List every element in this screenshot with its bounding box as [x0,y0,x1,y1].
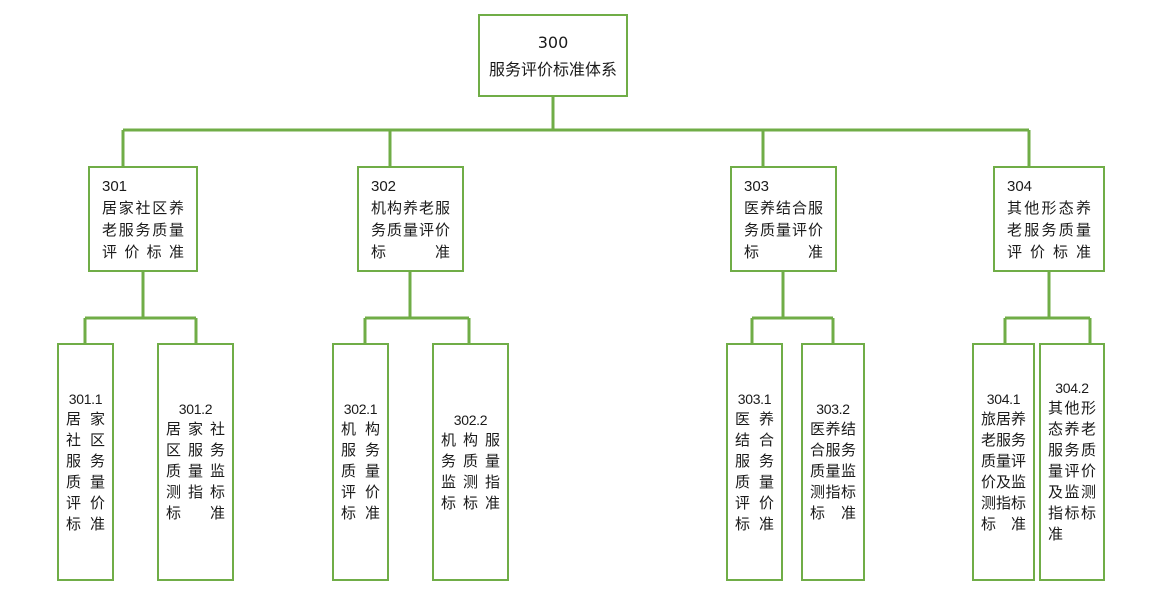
node-301[interactable]: 301 居家社区养老服务质量评价标准 [88,166,198,272]
node-303-label: 医养结合服务质量评价标准 [744,199,823,261]
node-304-2-label: 其他形态养老服务质量评价及监测指标标准 [1048,399,1096,543]
node-302-1[interactable]: 302.1 机构服务质量评价标准 [332,343,389,581]
node-302-1-label: 机构服务质量评价标准 [341,420,380,522]
node-301-1[interactable]: 301.1 居家社区服务质量评价标准 [57,343,114,581]
node-302-2[interactable]: 302.2 机构服务质量监测指标标准 [432,343,509,581]
node-303-2-label: 医养结合服务质量监测指标标准 [810,420,856,522]
node-303-1-code: 303.1 [737,390,772,407]
node-301-2-label: 居家社区服务质量监测指标标准 [166,420,225,522]
node-303-2[interactable]: 303.2 医养结合服务质量监测指标标准 [801,343,865,581]
node-304-1[interactable]: 304.1 旅居养老服务质量评价及监测指标标准 [972,343,1035,581]
node-301-1-label: 居家社区服务质量评价标准 [66,409,105,533]
node-303-code: 303 [744,178,770,195]
node-301-code: 301 [102,178,128,195]
node-302-2-label: 机构服务质量监测指标标准 [441,430,500,512]
node-302-2-code: 302.2 [453,411,488,428]
node-304-code: 304 [1007,178,1033,195]
node-304-2-code: 304.2 [1055,380,1089,396]
node-root-300-line1: 300 服务评价标准体系 [488,32,617,79]
node-303-2-code: 303.2 [816,401,850,417]
node-301-label: 居家社区养老服务质量评价标准 [102,199,184,261]
node-301-2-code: 301.2 [178,401,213,417]
node-301-1-code: 301.1 [68,390,103,407]
node-304-label: 其他形态养老服务质量评价标准 [1007,199,1091,261]
node-304-1-label: 旅居养老服务质量评价及监测指标标准 [981,409,1027,533]
node-root-300-body: 300 服务评价标准体系 [480,29,626,83]
node-302-code: 302 [371,178,397,195]
node-303-1-label: 医养结合服务质量评价标准 [735,409,774,533]
node-302[interactable]: 302 机构养老服务质量评价标准 [357,166,464,272]
node-301-2[interactable]: 301.2 居家社区服务质量监测指标标准 [157,343,234,581]
node-304[interactable]: 304 其他形态养老服务质量评价标准 [993,166,1105,272]
node-303-1[interactable]: 303.1 医养结合服务质量评价标准 [726,343,783,581]
node-302-1-code: 302.1 [343,401,378,417]
node-root-300[interactable]: 300 服务评价标准体系 [478,14,628,97]
node-302-label: 机构养老服务质量评价标准 [371,199,450,261]
node-304-2[interactable]: 304.2 其他形态养老服务质量评价及监测指标标准 [1039,343,1105,581]
node-304-1-code: 304.1 [986,390,1021,407]
node-303[interactable]: 303 医养结合服务质量评价标准 [730,166,837,272]
